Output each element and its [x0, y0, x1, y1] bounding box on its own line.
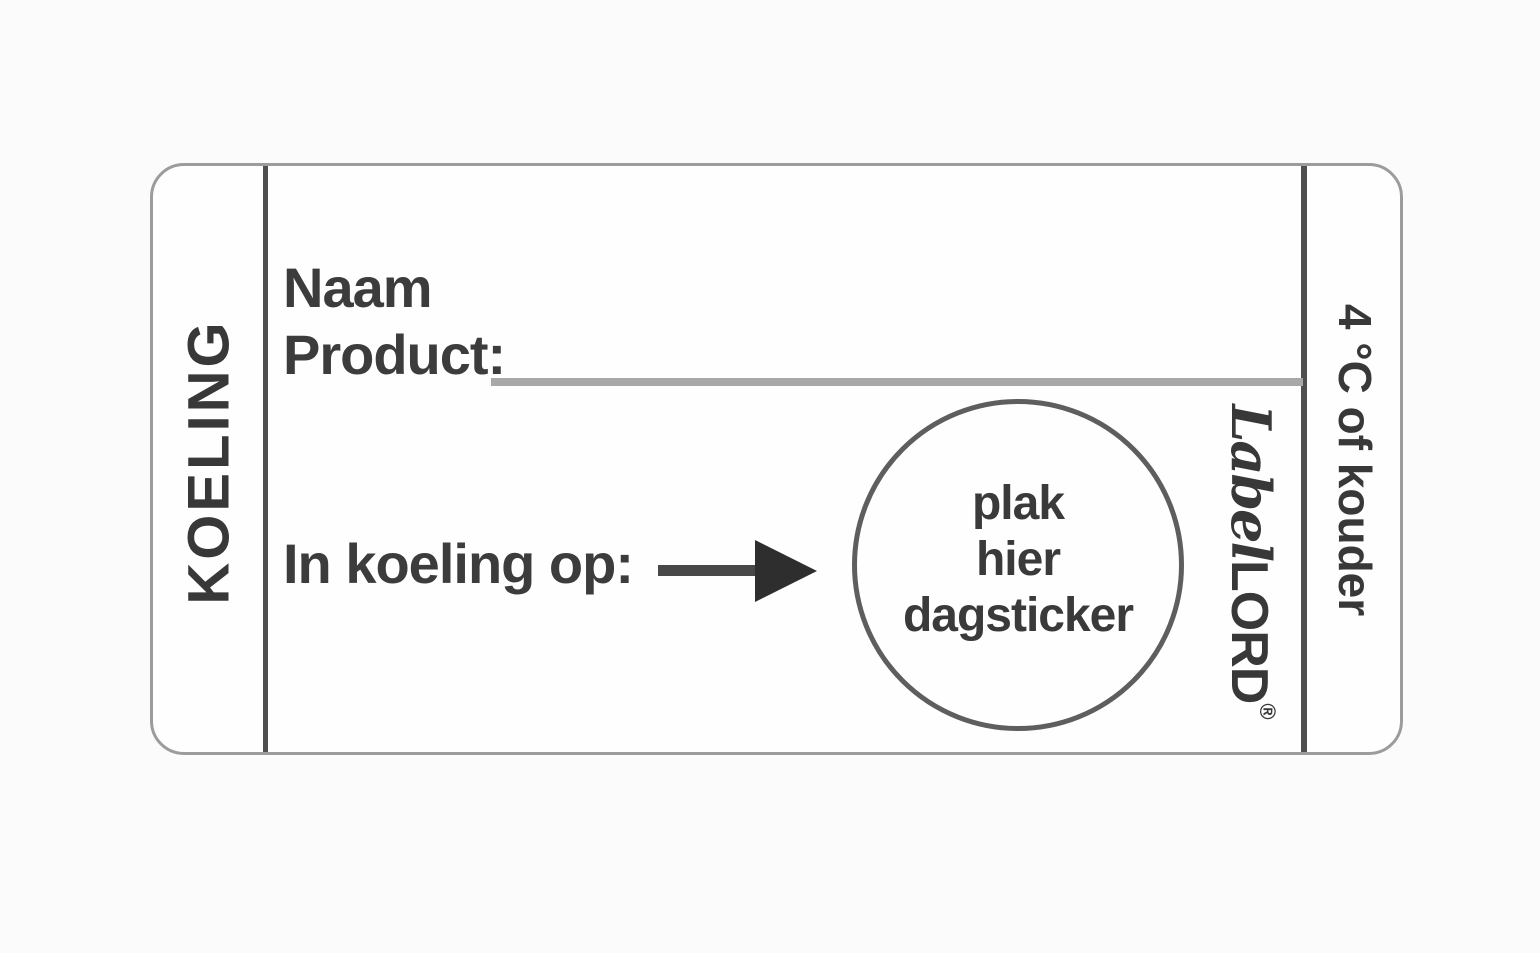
circle-text-line1: plak	[971, 477, 1065, 530]
koeling-vertical-text: KOELING	[176, 319, 242, 605]
dagsticker-instruction-text: plak hier dagsticker	[902, 476, 1134, 644]
naam-label-line2: Product:	[283, 323, 506, 386]
koeling-label: KOELING Naam Product: In koeling op: pla…	[150, 163, 1403, 755]
right-strip-divider	[1301, 166, 1307, 752]
arrow-shaft	[658, 565, 763, 576]
dagsticker-placeholder-circle: plak hier dagsticker	[852, 399, 1184, 731]
temperature-vertical-text: 4 °C of kouder	[1329, 303, 1381, 617]
circle-text-line3: dagsticker	[902, 589, 1134, 642]
circle-text-line2: hier	[975, 533, 1061, 586]
in-koeling-op-label: In koeling op:	[283, 532, 634, 595]
arrow-head	[755, 540, 817, 602]
left-strip-divider	[263, 166, 268, 752]
naam-label-line1: Naam	[283, 256, 433, 319]
registered-trademark-icon: ®	[1255, 703, 1280, 720]
naam-product-label: Naam Product:	[283, 254, 506, 388]
product-name-blank-line	[491, 378, 1303, 386]
labellord-bold-part: LORD	[1220, 560, 1278, 704]
labellord-script-part: Label	[1219, 404, 1283, 561]
labellord-logo-text: LabelLORD®	[1219, 404, 1283, 719]
